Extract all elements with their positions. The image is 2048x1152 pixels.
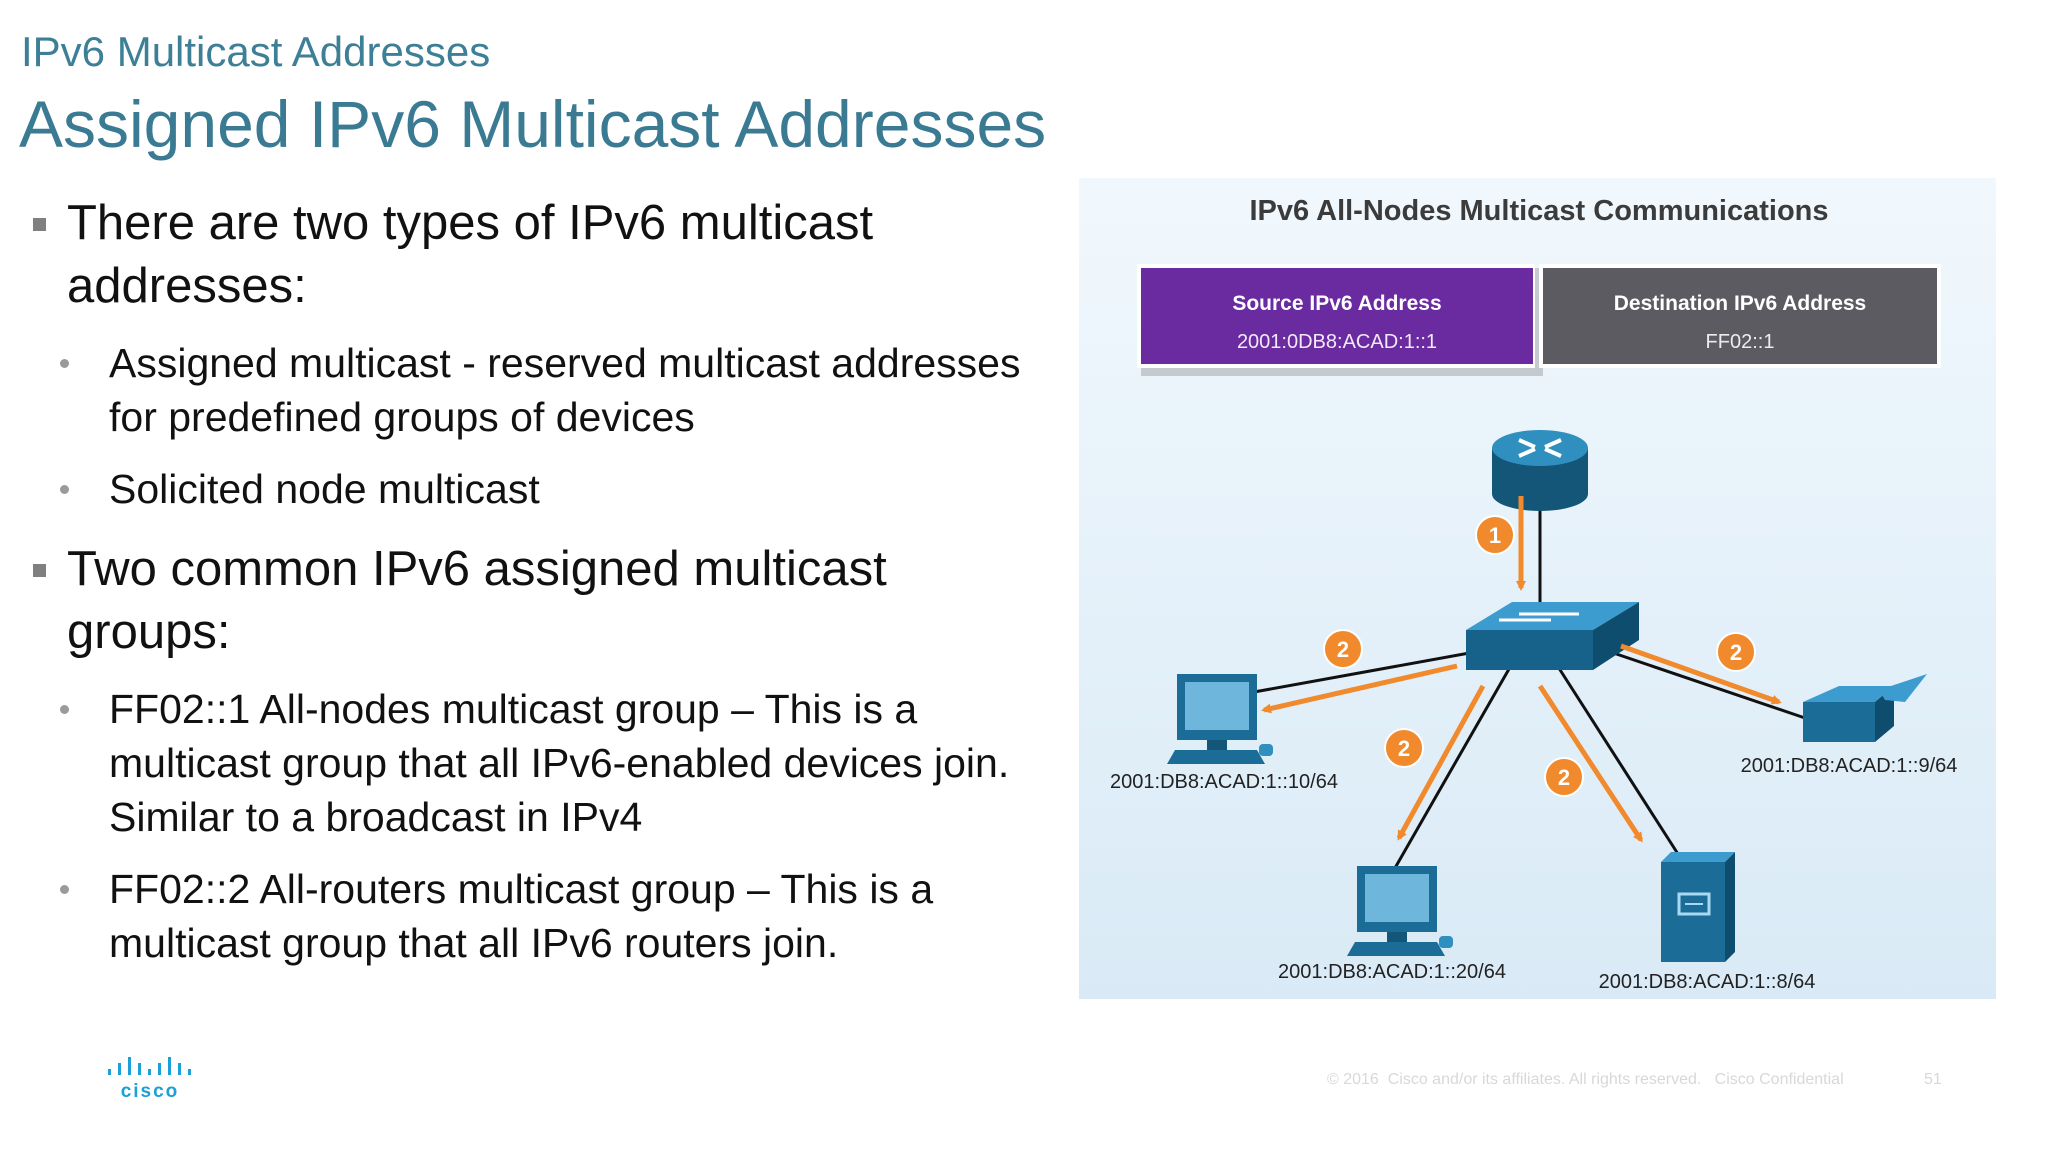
bullet-text: Two common IPv6 assigned multicast group… xyxy=(67,542,887,659)
sub-bullet-item: Solicited node multicast xyxy=(30,462,1030,516)
sub-bullet-text: Solicited node multicast xyxy=(109,466,540,512)
pc-left-icon xyxy=(1167,674,1273,764)
sub-bullet-text: FF02::1 All-nodes multicast group – This… xyxy=(109,686,1010,840)
server-address: 2001:DB8:ACAD:1::8/64 xyxy=(1599,971,1816,993)
printer-icon xyxy=(1803,674,1927,742)
page-number: 51 xyxy=(1924,1071,1942,1088)
pc-bottom-icon xyxy=(1347,866,1453,956)
copyright-notice: © 2016 Cisco and/or its affiliates. All … xyxy=(1327,1071,1844,1088)
round-bullet-icon xyxy=(60,705,69,714)
svg-text:2: 2 xyxy=(1337,637,1349,662)
square-bullet-icon xyxy=(33,218,46,231)
host-left-address: 2001:DB8:ACAD:1::10/64 xyxy=(1110,771,1338,793)
router-icon xyxy=(1492,430,1588,511)
printer-address: 2001:DB8:ACAD:1::9/64 xyxy=(1741,755,1958,777)
server-icon xyxy=(1661,852,1735,962)
multicast-arrows xyxy=(1261,496,1782,843)
host-bottom-address: 2001:DB8:ACAD:1::20/64 xyxy=(1278,961,1506,983)
svg-text:cisco: cisco xyxy=(121,1081,180,1100)
source-value: 2001:0DB8:ACAD:1::1 xyxy=(1237,331,1437,353)
section-title: IPv6 Multicast Addresses xyxy=(21,28,491,75)
svg-text:2: 2 xyxy=(1558,765,1570,790)
sub-bullet-item: FF02::2 All-routers multicast group – Th… xyxy=(30,862,1030,970)
destination-header: Destination IPv6 Address xyxy=(1614,292,1866,315)
round-bullet-icon xyxy=(60,359,69,368)
bullet-item: There are two types of IPv6 multicast ad… xyxy=(30,192,1030,318)
destination-value: FF02::1 xyxy=(1706,331,1775,353)
step-1-badge: 1 xyxy=(1475,515,1515,555)
square-bullet-icon xyxy=(33,564,46,577)
packet-header: Source IPv6 Address 2001:0DB8:ACAD:1::1 … xyxy=(1137,264,1941,376)
step-2-badge: 2 xyxy=(1384,728,1424,768)
sub-bullet-item: FF02::1 All-nodes multicast group – This… xyxy=(30,682,1030,844)
bullet-item: Two common IPv6 assigned multicast group… xyxy=(30,538,1030,664)
step-2-badge: 2 xyxy=(1716,632,1756,672)
diagram-title: IPv6 All-Nodes Multicast Communications xyxy=(1249,195,1828,227)
bullet-text: There are two types of IPv6 multicast ad… xyxy=(67,196,874,313)
slide-title: Assigned IPv6 Multicast Addresses xyxy=(19,87,1047,161)
round-bullet-icon xyxy=(60,485,69,494)
sub-bullet-text: FF02::2 All-routers multicast group – Th… xyxy=(109,866,934,966)
svg-text:2: 2 xyxy=(1398,736,1410,761)
cisco-logo: cisco xyxy=(108,1057,191,1100)
source-address-box xyxy=(1141,268,1533,364)
step-2-badge: 2 xyxy=(1544,757,1584,797)
bullet-list: There are two types of IPv6 multicast ad… xyxy=(30,192,1030,988)
multicast-diagram: IPv6 All-Nodes Multicast Communications … xyxy=(1079,178,1996,999)
source-header: Source IPv6 Address xyxy=(1232,292,1441,315)
step-2-badge: 2 xyxy=(1323,629,1363,669)
sub-bullet-text: Assigned multicast - reserved multicast … xyxy=(109,340,1021,440)
svg-text:1: 1 xyxy=(1489,523,1501,548)
sub-bullet-item: Assigned multicast - reserved multicast … xyxy=(30,336,1030,444)
destination-address-box xyxy=(1543,268,1937,364)
switch-icon xyxy=(1466,602,1639,670)
svg-text:2: 2 xyxy=(1730,640,1742,665)
round-bullet-icon xyxy=(60,885,69,894)
